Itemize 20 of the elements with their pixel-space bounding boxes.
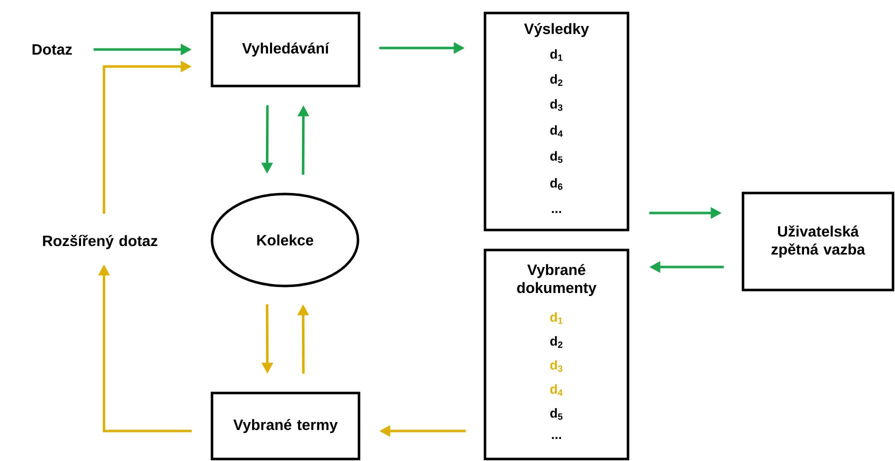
expanded-query-text: Rozšířený dotaz (43, 234, 158, 250)
document-item: d$_{3}$ (550, 99, 562, 111)
document-item: d$_{4}$ (550, 384, 563, 396)
query-text: Dotaz (32, 44, 72, 55)
box-title: Vybrané dokumenty (517, 264, 596, 296)
document-item: ... (552, 211, 562, 213)
document-item: d$_{2}$ (550, 336, 562, 348)
document-item: d$_{5}$ (550, 151, 562, 163)
document-item: d$_{1}$ (550, 312, 562, 324)
document-item: d$_{6}$ (550, 178, 562, 190)
process-box: Vyhledávání (210, 12, 360, 88)
document-item: d$_{2}$ (550, 74, 562, 86)
document-item: ... (552, 437, 562, 439)
feedback-box: Uživatelská zpětná vazba (742, 192, 894, 292)
document-item: d$_{3}$ (550, 360, 562, 372)
selected-terms-box: Vybrané termy (210, 392, 360, 460)
document-item: d$_{1}$ (550, 49, 562, 61)
box-title: Výsledky (524, 22, 589, 38)
document-item: d$_{4}$ (550, 125, 563, 137)
document-item: d$_{5}$ (550, 408, 562, 420)
